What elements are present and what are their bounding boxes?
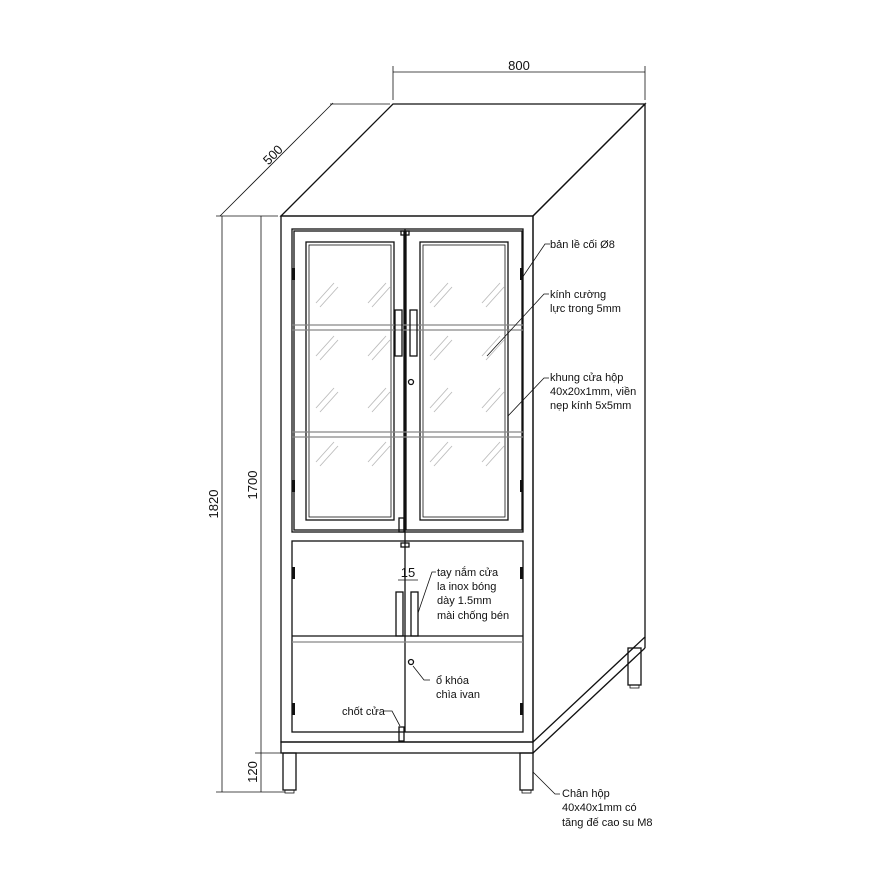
label-latch: chốt cửa: [342, 706, 386, 718]
handle-upper-right: [409, 309, 418, 357]
top-face: [279, 103, 647, 217]
dim-leg-height: 120: [245, 761, 260, 783]
leader-lines: [384, 243, 560, 795]
label-leg: Chân hộp 40x40x1mm có tăng đế cao su M8: [562, 788, 653, 829]
label-handle: tay nắm cửa la inox bóng dày 1.5mm mài c…: [437, 566, 509, 622]
handle-lower-right: [410, 591, 419, 637]
label-glass: kính cường lực trong 5mm: [550, 289, 621, 315]
label-lock: ổ khóa chìa ivan: [436, 675, 480, 701]
cabinet-body: [279, 102, 647, 794]
latch-upper: [398, 517, 405, 533]
upper-compartment: [291, 228, 524, 533]
label-door-frame: khung cửa hộp 40x20x1mm, viền nẹp kính 5…: [550, 372, 639, 412]
label-hinge: bản lề cối Ø8: [550, 239, 615, 251]
glass-left: [305, 241, 395, 521]
lock-lower: [407, 658, 415, 666]
handle-upper-left: [394, 309, 403, 357]
front-face: [280, 215, 534, 743]
latch-lower: [398, 726, 405, 742]
glass-right: [419, 241, 509, 521]
handle-lower-left: [395, 591, 404, 637]
dim-total-height: 1820: [206, 490, 221, 519]
dim-depth: 500: [260, 142, 286, 168]
leg-front-right: [519, 752, 534, 791]
glass-hatching: [315, 282, 505, 467]
lock-upper: [407, 378, 415, 386]
dim-body-height: 1700: [245, 471, 260, 500]
leg-front-left: [282, 752, 297, 791]
upper-right-door: [405, 230, 523, 531]
base-frame: [280, 741, 534, 754]
side-face: [532, 102, 646, 744]
dim-width: 800: [508, 58, 530, 73]
upper-left-door: [293, 230, 405, 531]
dimension-lines: [216, 66, 646, 793]
dim-handle-gap: 15: [401, 565, 415, 580]
hinges: [292, 268, 523, 715]
